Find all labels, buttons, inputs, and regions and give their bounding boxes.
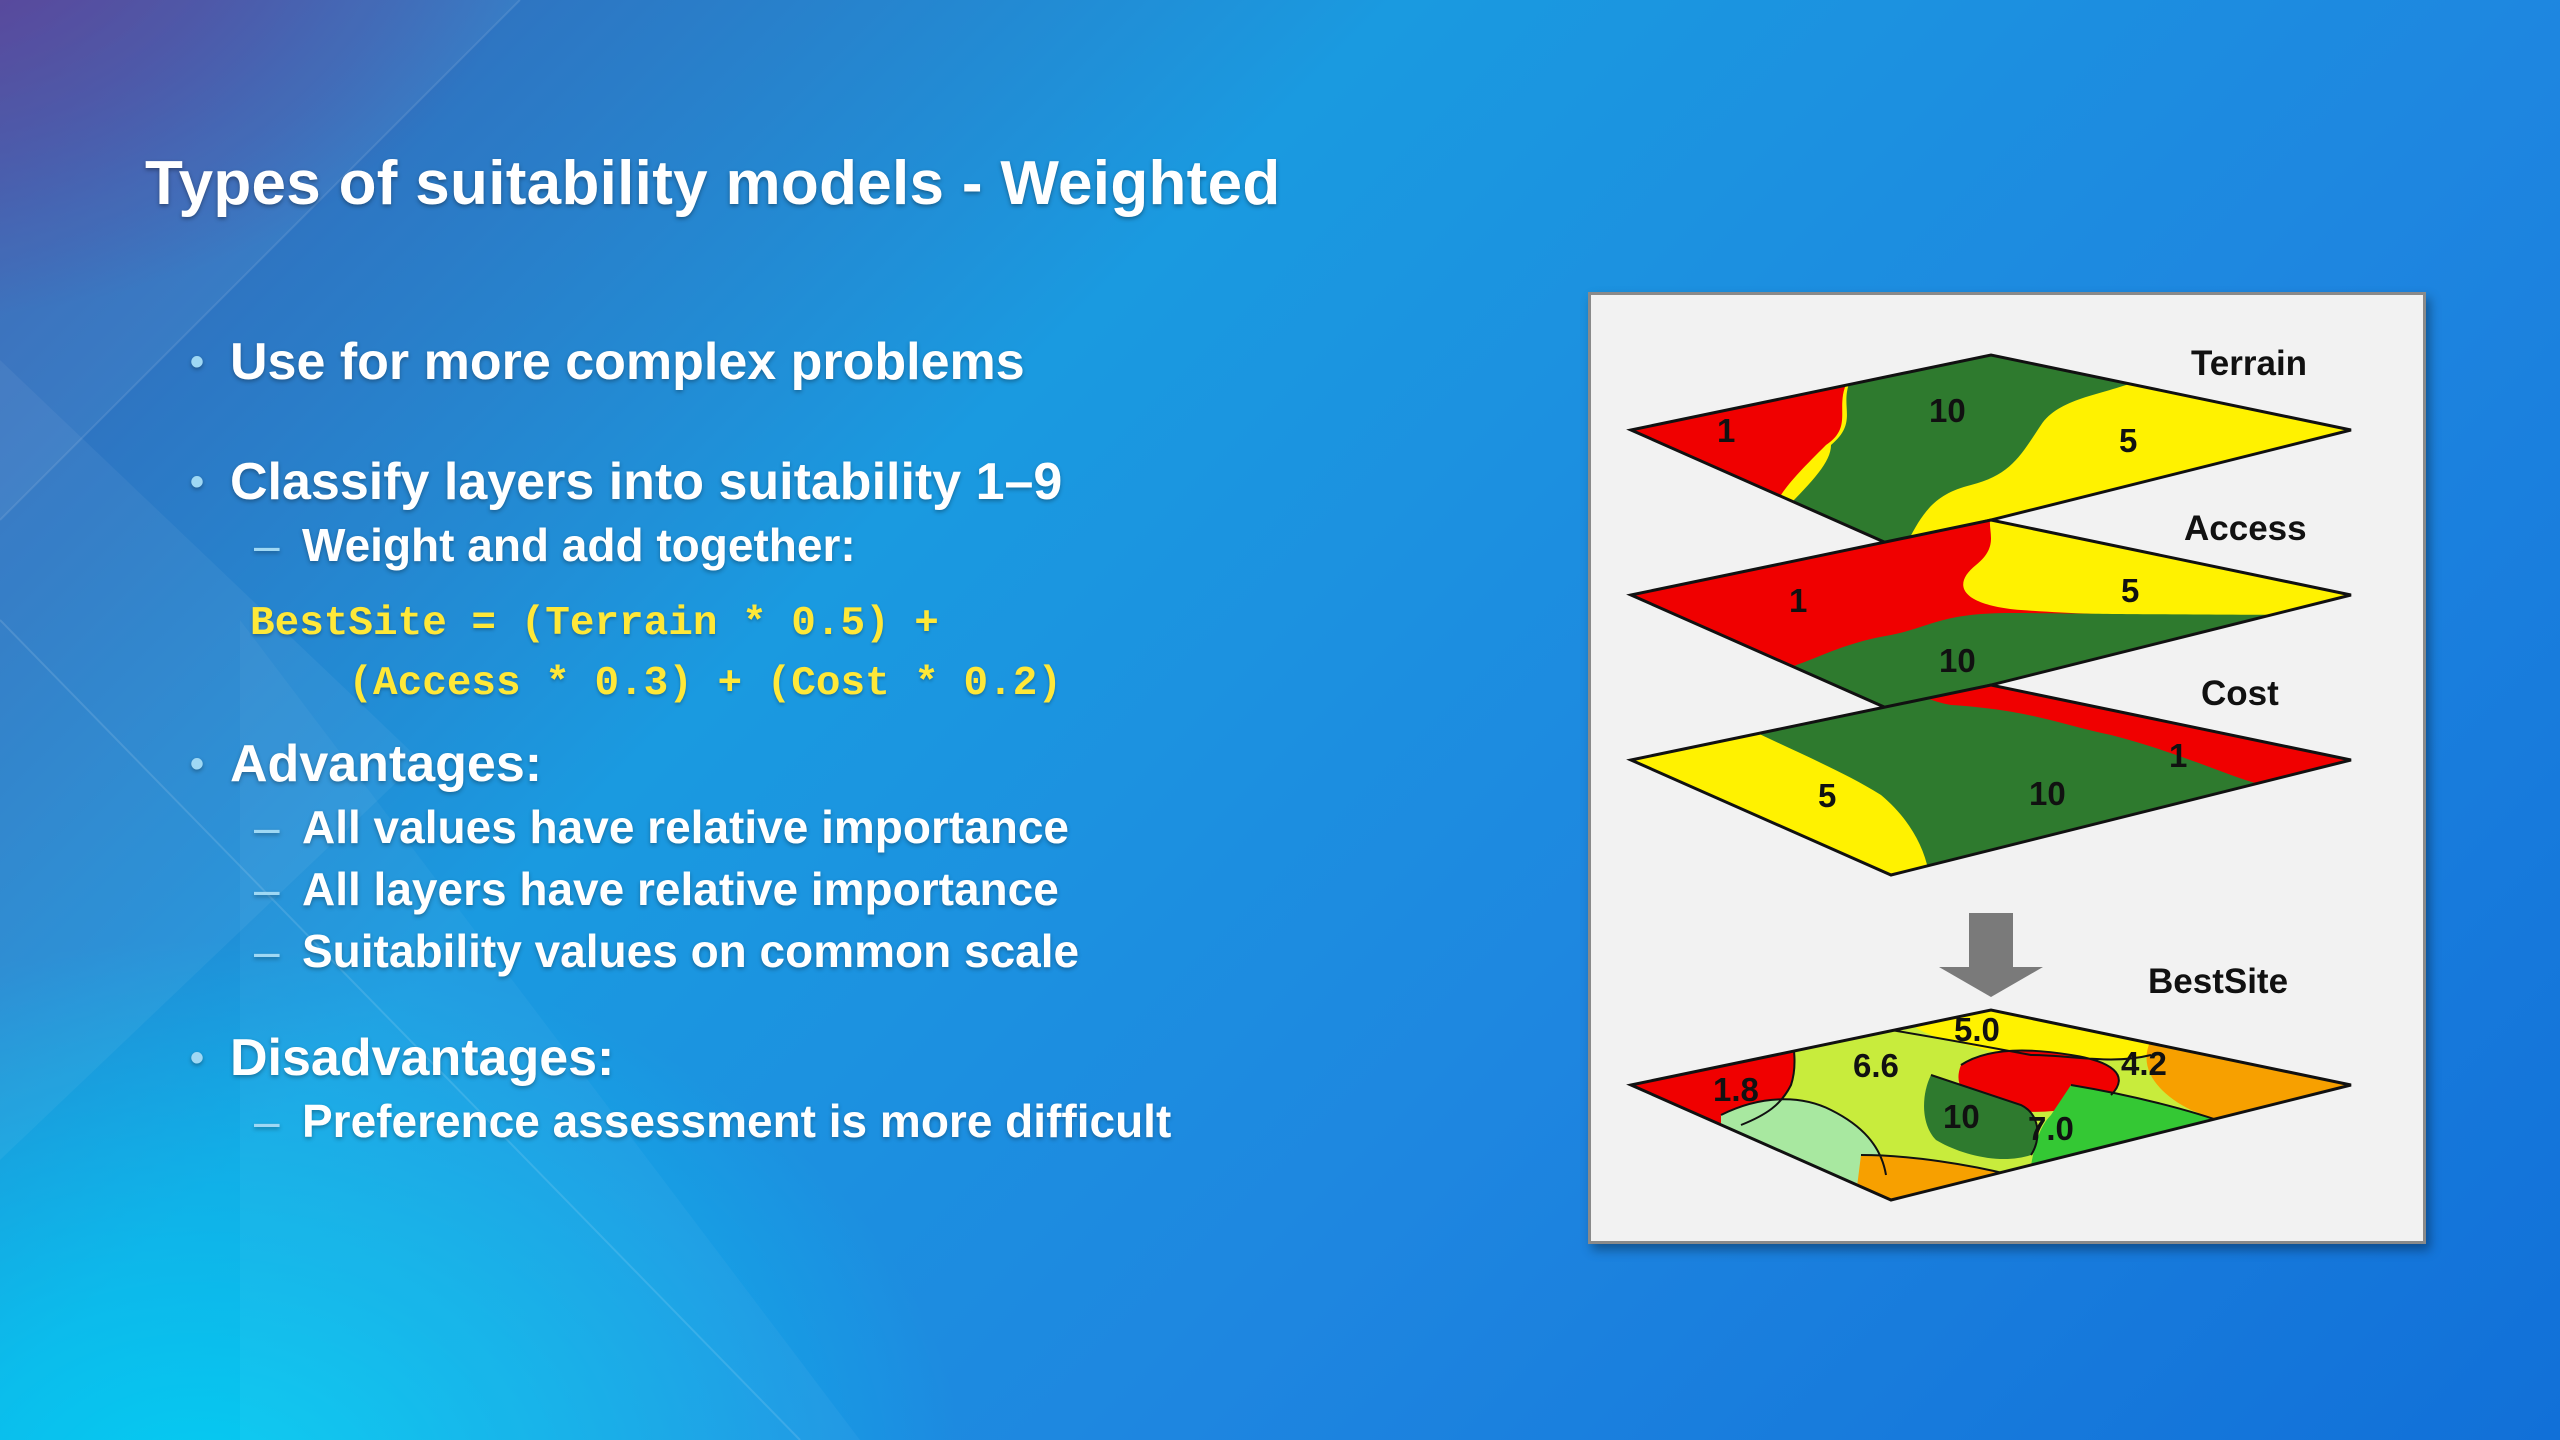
down-arrow-icon xyxy=(1939,913,2043,997)
bullet-classify-layers: • Classify layers into suitability 1–9 xyxy=(190,450,1490,514)
bullet-disadvantages: • Disadvantages: xyxy=(190,1026,1490,1090)
cost-value-red: 1 xyxy=(2169,737,2187,774)
bullet-text: Disadvantages: xyxy=(230,1029,615,1087)
bullet-list: • Use for more complex problems • Classi… xyxy=(190,330,1490,1152)
terrain-label: Terrain xyxy=(2191,344,2307,383)
bestsite-value-5-0: 5.0 xyxy=(1954,1011,2000,1048)
bullet-icon: • xyxy=(190,742,205,786)
access-label: Access xyxy=(2184,509,2307,548)
access-value-yellow: 5 xyxy=(2121,572,2139,609)
sub-bullet-common-scale: – Suitability values on common scale xyxy=(190,920,1490,982)
bullet-advantages: • Advantages: xyxy=(190,732,1490,796)
layer-stack-diagram: 1 10 5 Terrain 1 5 10 Access xyxy=(1588,292,2426,1244)
cost-label: Cost xyxy=(2201,674,2279,713)
dash-icon: – xyxy=(254,801,280,853)
dash-icon: – xyxy=(254,925,280,977)
bestsite-layer: 1.8 6.6 5.0 4.2 10 7.0 BestSite xyxy=(1626,962,2352,1202)
cost-layer: 5 10 1 Cost xyxy=(1626,674,2352,877)
bullet-complex-problems: • Use for more complex problems xyxy=(190,330,1490,394)
sub-bullet-text: All layers have relative importance xyxy=(302,863,1059,915)
bestsite-value-4-2: 4.2 xyxy=(2121,1045,2167,1082)
sub-bullet-text: All values have relative importance xyxy=(302,801,1070,853)
bullet-text: Advantages: xyxy=(230,735,543,793)
formula-line-2: (Access * 0.3) + (Cost * 0.2) xyxy=(250,661,1062,707)
sub-bullet-layers-importance: – All layers have relative importance xyxy=(190,858,1490,920)
access-value-red: 1 xyxy=(1789,582,1807,619)
slide-title: Types of suitability models - Weighted xyxy=(145,149,1281,218)
bullet-icon: • xyxy=(190,1036,205,1080)
cost-value-yellow: 5 xyxy=(1818,777,1836,814)
bullet-icon: • xyxy=(190,340,205,384)
sub-bullet-values-importance: – All values have relative importance xyxy=(190,796,1490,858)
bullet-icon: • xyxy=(190,460,205,504)
dash-icon: – xyxy=(254,863,280,915)
bestsite-label: BestSite xyxy=(2148,962,2288,1001)
sub-bullet-weight-add: – Weight and add together: xyxy=(190,514,1490,576)
bestsite-value-10: 10 xyxy=(1943,1098,1980,1135)
dash-icon: – xyxy=(254,1095,280,1147)
formula-block: BestSite = (Terrain * 0.5) + (Access * 0… xyxy=(190,594,1490,714)
bestsite-value-6-6: 6.6 xyxy=(1853,1047,1899,1084)
cost-value-green: 10 xyxy=(2029,775,2066,812)
terrain-value-yellow: 5 xyxy=(2119,422,2137,459)
bestsite-value-7-0: 7.0 xyxy=(2028,1110,2074,1147)
bestsite-value-1-8: 1.8 xyxy=(1713,1071,1759,1108)
terrain-value-red: 1 xyxy=(1717,412,1735,449)
sub-bullet-text: Weight and add together: xyxy=(302,519,856,571)
sub-bullet-text: Suitability values on common scale xyxy=(302,925,1080,977)
access-value-green: 10 xyxy=(1939,642,1976,679)
layer-stack-svg: 1 10 5 Terrain 1 5 10 Access xyxy=(1626,344,2352,1202)
dash-icon: – xyxy=(254,519,280,571)
sub-bullet-text: Preference assessment is more difficult xyxy=(302,1095,1172,1147)
formula-line-1: BestSite = (Terrain * 0.5) + xyxy=(250,601,939,647)
sub-bullet-preference-assessment: – Preference assessment is more difficul… xyxy=(190,1090,1490,1152)
bullet-text: Use for more complex problems xyxy=(230,333,1025,391)
terrain-value-green: 10 xyxy=(1929,392,1966,429)
bullet-text: Classify layers into suitability 1–9 xyxy=(230,453,1063,511)
